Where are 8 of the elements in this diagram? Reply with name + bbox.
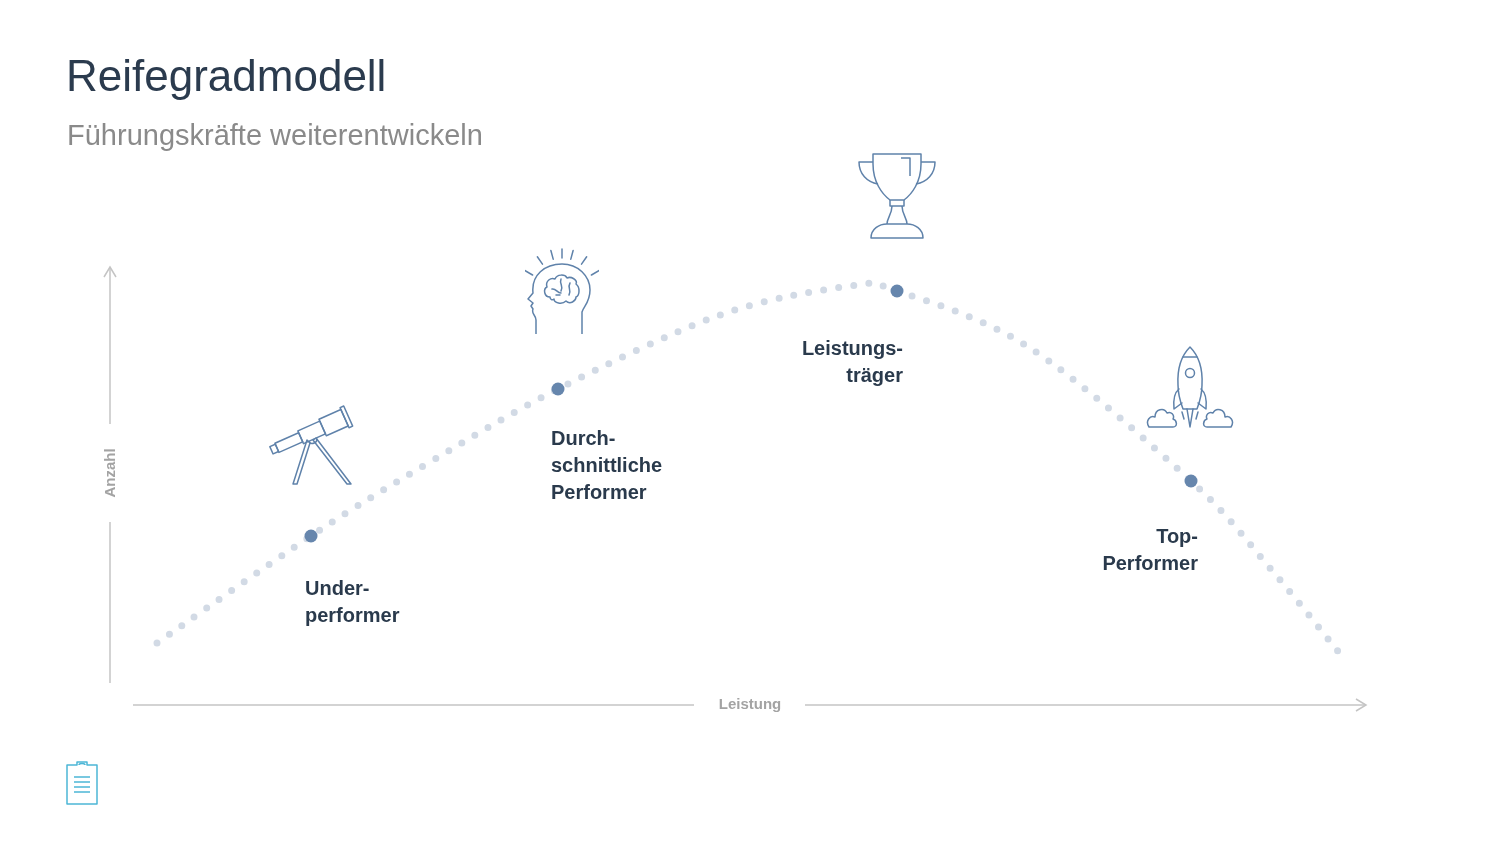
stage-label: Top- Performer — [1102, 524, 1198, 576]
title: Reifegradmodell — [66, 50, 387, 102]
axis-label: Leistung — [718, 693, 782, 714]
stage-label: Durch- schnittliche Performer — [551, 426, 663, 505]
axis-label: Anzahl — [99, 448, 119, 498]
stage-label: Under- performer — [305, 576, 400, 628]
subtitle: Führungskräfte weiterentwickeln — [67, 118, 483, 153]
stage-label: Leistungs- träger — [801, 336, 903, 388]
